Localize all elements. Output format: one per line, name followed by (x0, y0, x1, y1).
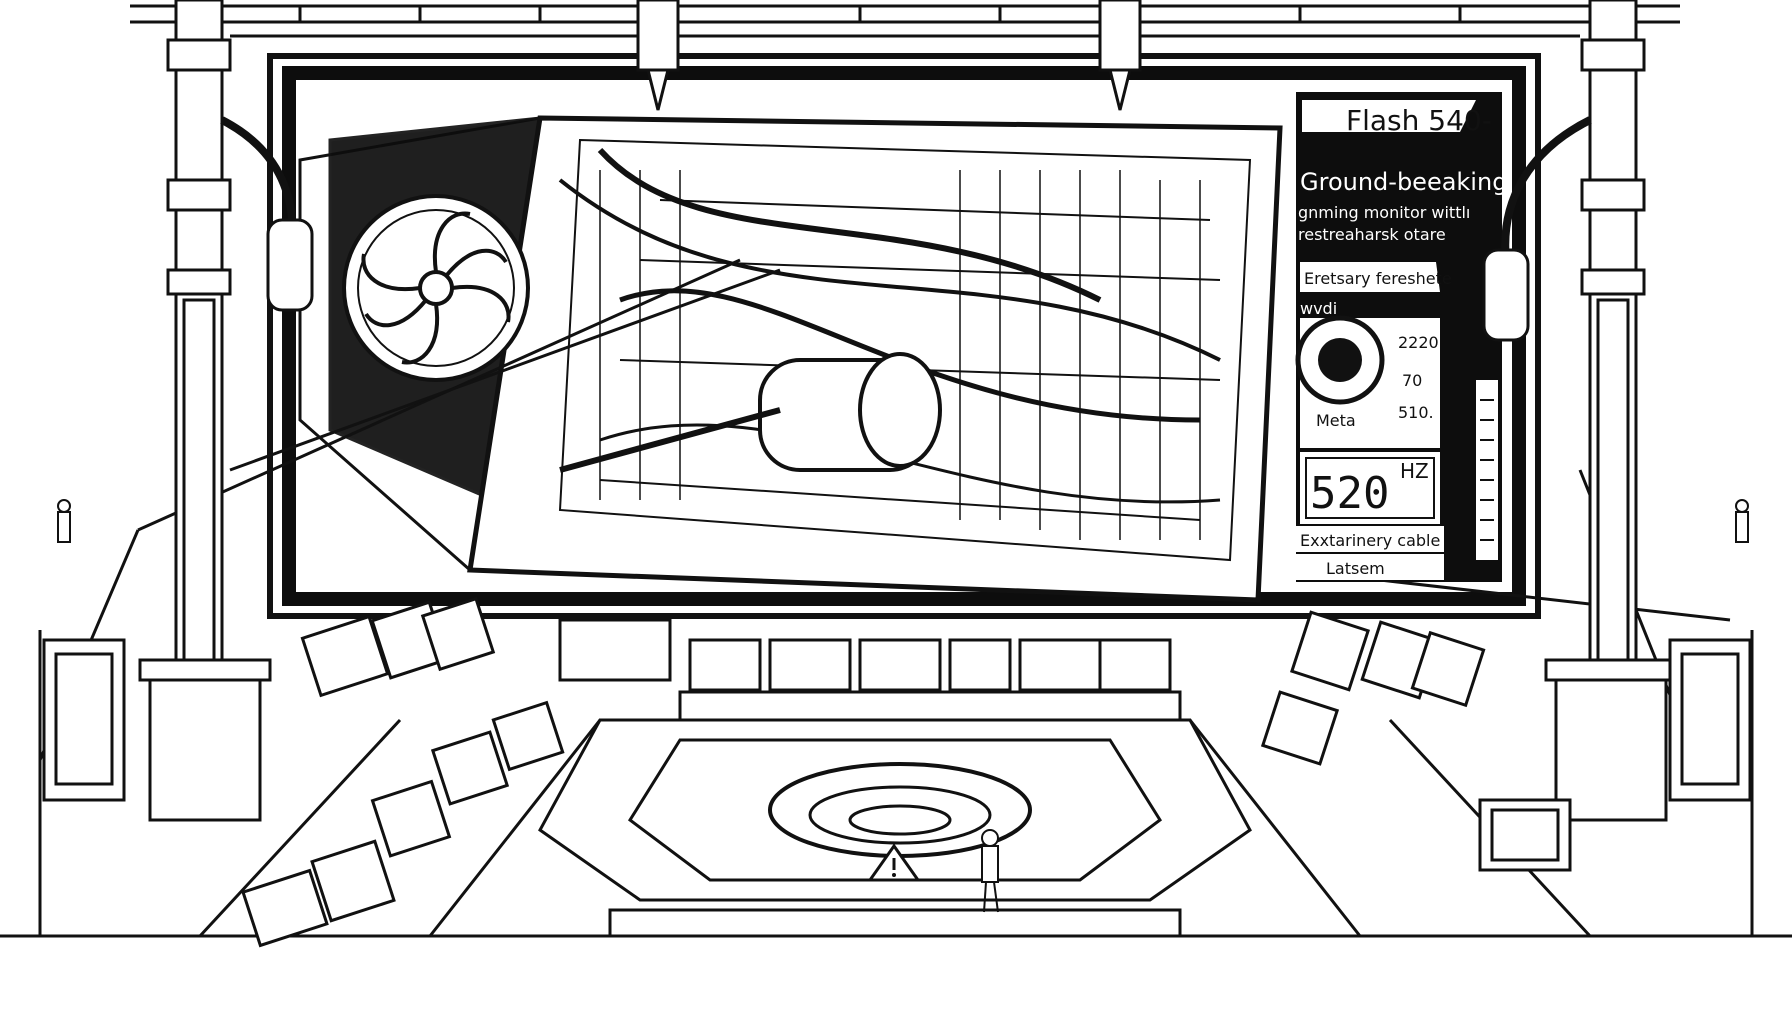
cable-sub: Latsem (1326, 559, 1385, 578)
panel-tag: Eretsary fereshete (1304, 269, 1452, 288)
fan-icon (342, 194, 530, 382)
gauge-value-bottom: 510. (1398, 403, 1434, 422)
right-pillar (1482, 0, 1678, 822)
ceiling-clamps (636, 0, 1142, 111)
gauge-caption: Meta (1316, 411, 1356, 430)
panel-title: Flash 540- (1346, 104, 1492, 137)
gauge-value-top: 2220 (1398, 333, 1439, 352)
panel-small-label: wvdi (1300, 299, 1337, 318)
rear-console-bank (558, 618, 1182, 722)
left-pillar (138, 0, 314, 822)
cable-label: Exxtarinery cable (1300, 531, 1440, 550)
spec-panel: Flash 540- Ground-beeaking gnming monito… (1266, 92, 1507, 582)
warning-triangle-icon (867, 843, 921, 882)
ceiling-truss (130, 4, 1680, 38)
gauge-value-mid: 70 (1402, 371, 1422, 390)
right-console-row (1260, 610, 1752, 872)
panel-headline: Ground-beeaking (1300, 168, 1507, 196)
left-console-row (42, 596, 565, 948)
gauge-ring-icon (1295, 315, 1385, 405)
control-floor (0, 630, 1792, 938)
panel-desc-line2: restreaharsk otare (1298, 225, 1446, 244)
refresh-unit: HZ (1400, 459, 1429, 483)
refresh-value: 520 (1310, 468, 1389, 519)
standing-figure (57, 499, 1749, 913)
monitor-cross-section (298, 115, 1283, 603)
panel-desc-line1: gnming monitor wittlı (1298, 203, 1470, 222)
